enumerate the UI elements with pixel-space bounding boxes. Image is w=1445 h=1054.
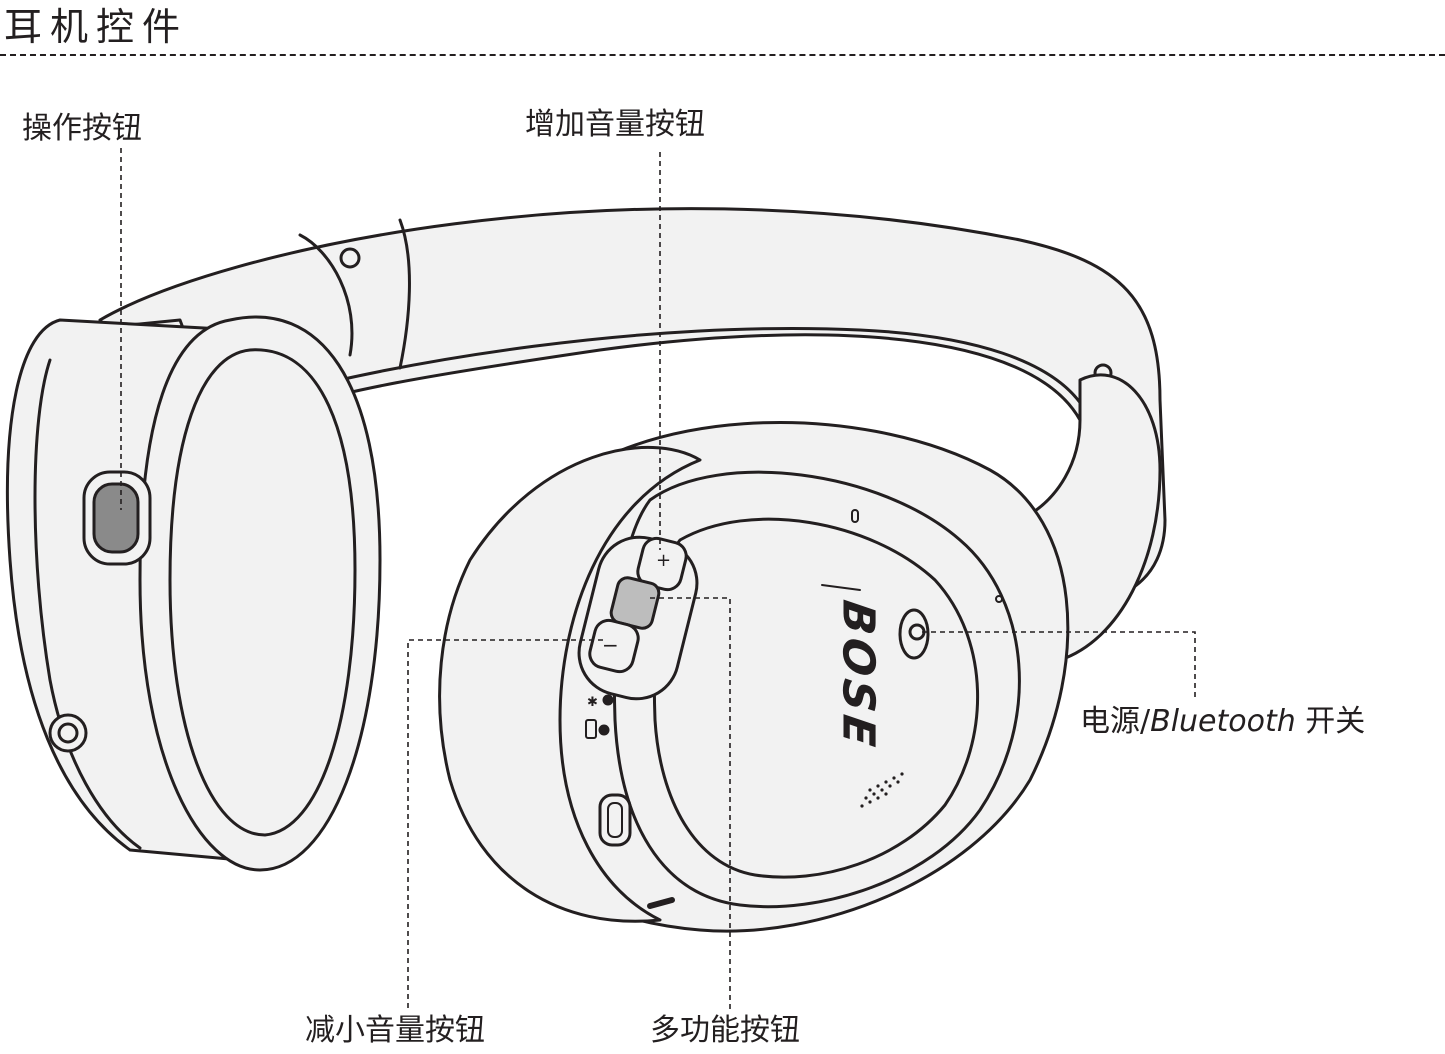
leader-power bbox=[922, 631, 1196, 700]
left-earcup-band bbox=[33, 358, 142, 850]
left-ear-cushion-inner bbox=[168, 348, 357, 837]
callout-volume-up: 增加音量按钮 bbox=[525, 107, 705, 142]
bluetooth-icon: ✱ bbox=[587, 695, 598, 710]
ambient-sensor bbox=[995, 595, 1003, 603]
callout-action-button: 操作按钮 bbox=[22, 111, 142, 146]
callout-multifunction: 多功能按钮 bbox=[650, 1013, 800, 1048]
speaker-grille bbox=[860, 772, 904, 808]
logo-swoosh bbox=[821, 584, 861, 591]
callout-volume-down: 减小音量按钮 bbox=[305, 1013, 485, 1048]
title-divider bbox=[0, 54, 1445, 56]
power-switch bbox=[908, 623, 926, 641]
right-earcup-face bbox=[612, 470, 1021, 909]
aux-port bbox=[48, 713, 88, 753]
callout-power-prefix: 电源/ bbox=[1080, 704, 1151, 739]
leader-volume-down bbox=[407, 639, 603, 1010]
headband-segment-2 bbox=[398, 218, 411, 370]
action-button bbox=[92, 482, 140, 554]
battery-icon bbox=[585, 719, 597, 739]
callout-power-suffix: 开关 bbox=[1295, 704, 1366, 739]
bose-logo: BOSE bbox=[832, 597, 884, 753]
volume-down-glyph: − bbox=[602, 633, 619, 657]
leader-multifunction bbox=[650, 597, 731, 1010]
headband-screw-left bbox=[339, 247, 361, 269]
volume-up-glyph: + bbox=[656, 550, 671, 571]
right-ear-cushion bbox=[438, 445, 702, 923]
right-earcup-face-inner bbox=[652, 517, 980, 879]
headband-segment bbox=[298, 233, 354, 357]
battery-led bbox=[598, 724, 610, 736]
mic-port bbox=[851, 509, 859, 523]
cushion-slot bbox=[647, 897, 675, 909]
bluetooth-led bbox=[602, 694, 614, 706]
page-title: 耳机控件 bbox=[4, 5, 189, 49]
left-ear-cushion bbox=[138, 315, 382, 872]
callout-power-bluetooth: 电源/Bluetooth 开关 bbox=[1080, 707, 1365, 737]
callout-power-bluetooth-word: Bluetooth bbox=[1150, 704, 1296, 739]
headband-inner-edge bbox=[258, 326, 1087, 412]
